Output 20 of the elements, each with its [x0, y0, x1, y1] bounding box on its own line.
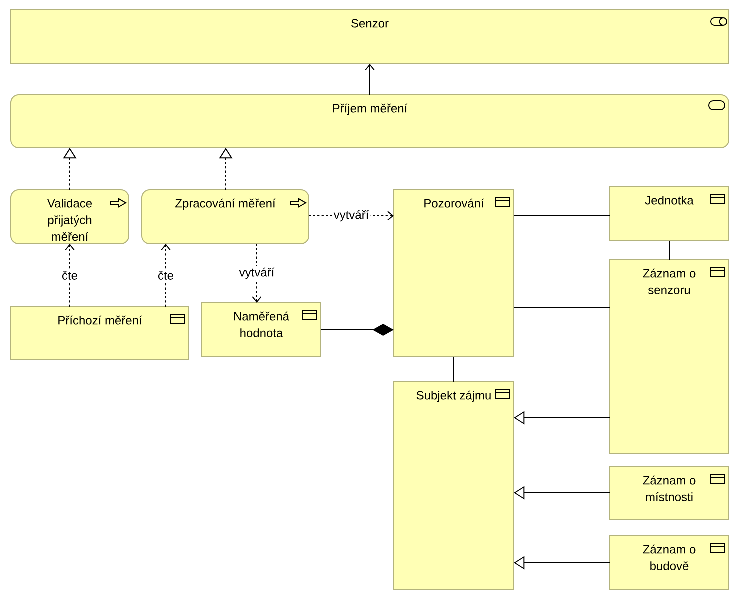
- element-box: Subjekt zájmu: [394, 382, 514, 590]
- element-box: Pozorování: [394, 190, 514, 358]
- rounded-box: Příjem měření: [10, 94, 730, 148]
- arrow: [252, 244, 262, 303]
- arrow: [65, 244, 75, 308]
- arrow: [161, 244, 171, 308]
- element-box: Příchozí měření: [10, 306, 190, 360]
- rounded-box: Zpracování měření: [142, 190, 310, 244]
- element-box: Senzor: [10, 10, 730, 64]
- element-box: Záznam o budově: [610, 536, 730, 590]
- edge-label: čte: [60, 269, 80, 282]
- arrow: [365, 64, 375, 96]
- element-box: Záznam o místnosti: [610, 466, 730, 520]
- edge-label: vytváří: [238, 266, 276, 281]
- edge-label: čte: [156, 269, 176, 282]
- rounded-box: Validace přijatých měření: [10, 190, 130, 244]
- element-box: Jednotka: [610, 186, 730, 242]
- edge-label: vytváří: [332, 208, 371, 224]
- element-box: Záznam o senzoru: [610, 260, 730, 454]
- element-box: Naměřená hodnota: [202, 302, 322, 358]
